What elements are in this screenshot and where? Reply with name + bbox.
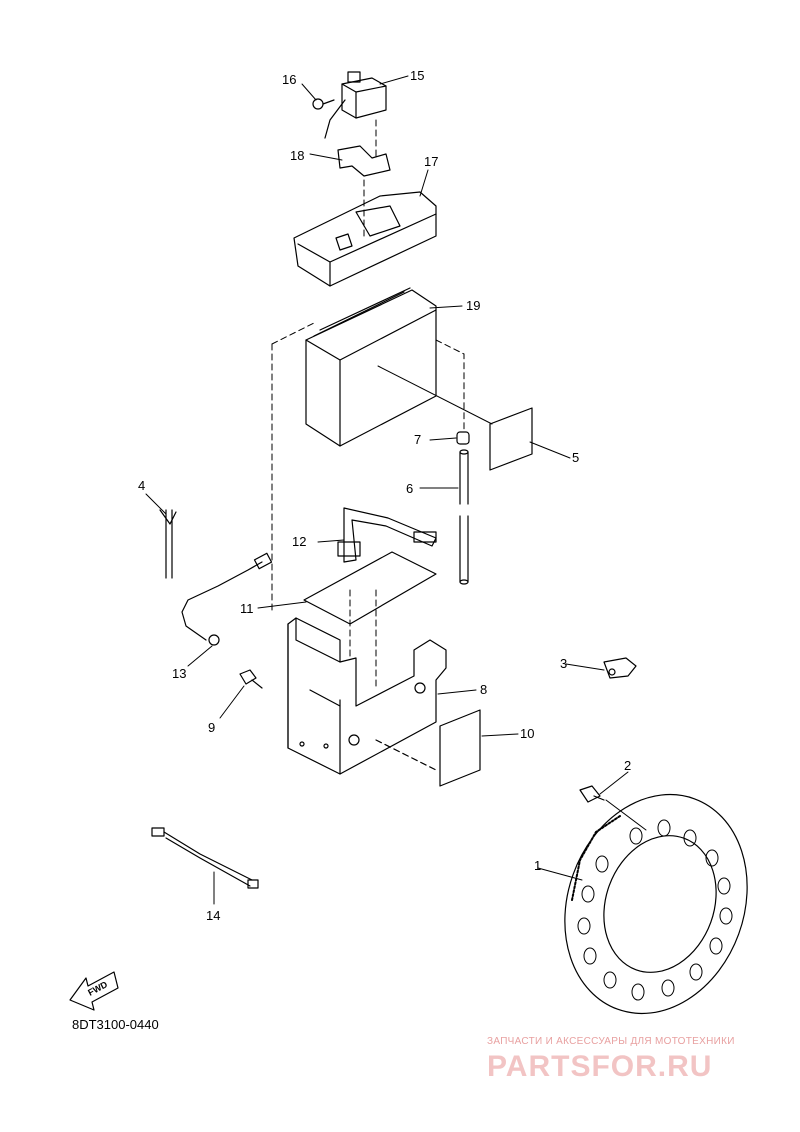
part-13-lead	[181, 552, 273, 646]
callout-18: 18	[290, 148, 304, 163]
part-1-sprocket-disc	[564, 793, 748, 1015]
callout-5: 5	[572, 450, 579, 465]
diagram-code: 8DT3100-0440	[72, 1017, 159, 1032]
callout-8: 8	[480, 682, 487, 697]
part-4-band	[159, 509, 177, 579]
callout-17: 17	[424, 154, 438, 169]
callout-1: 1	[534, 858, 541, 873]
callout-16: 16	[282, 72, 296, 87]
callout-2: 2	[624, 758, 631, 773]
callout-19: 19	[466, 298, 480, 313]
part-3-clamp	[603, 657, 637, 679]
leader-lines	[145, 75, 647, 905]
part-17-battery-cover	[293, 191, 437, 287]
callout-10: 10	[520, 726, 534, 741]
watermark-logo: PARTSFOR.RU	[487, 1050, 713, 1083]
callout-9: 9	[208, 720, 215, 735]
callout-12: 12	[292, 534, 306, 549]
part-15-relay	[324, 71, 387, 139]
part-11-sheet	[303, 551, 437, 625]
part-12-strap	[337, 507, 437, 563]
part-8-battery-case	[287, 617, 447, 775]
part-19-battery	[305, 287, 437, 447]
callout-11: 11	[240, 601, 254, 616]
part-6-breather-hose	[459, 449, 469, 585]
part-16-screw	[312, 98, 335, 110]
part-14-wire-lead	[151, 827, 259, 889]
callout-14: 14	[206, 908, 220, 923]
part-2-bolt	[579, 785, 605, 803]
watermark-tagline: ЗАПЧАСТИ И АКСЕССУАРЫ ДЛЯ МОТОТЕХНИКИ	[487, 1036, 735, 1047]
callout-3: 3	[560, 656, 567, 671]
callout-6: 6	[406, 481, 413, 496]
part-9-bolt	[239, 669, 263, 689]
fwd-arrow-icon: FWD	[69, 971, 119, 1011]
callout-7: 7	[414, 432, 421, 447]
part-7-cap	[456, 431, 470, 445]
part-10-plate	[375, 709, 481, 787]
guide-lines	[271, 119, 465, 691]
callout-15: 15	[410, 68, 424, 83]
part-5-pad	[489, 407, 533, 471]
callout-13: 13	[172, 666, 186, 681]
part-18-bracket	[337, 145, 391, 177]
callout-4: 4	[138, 478, 145, 493]
